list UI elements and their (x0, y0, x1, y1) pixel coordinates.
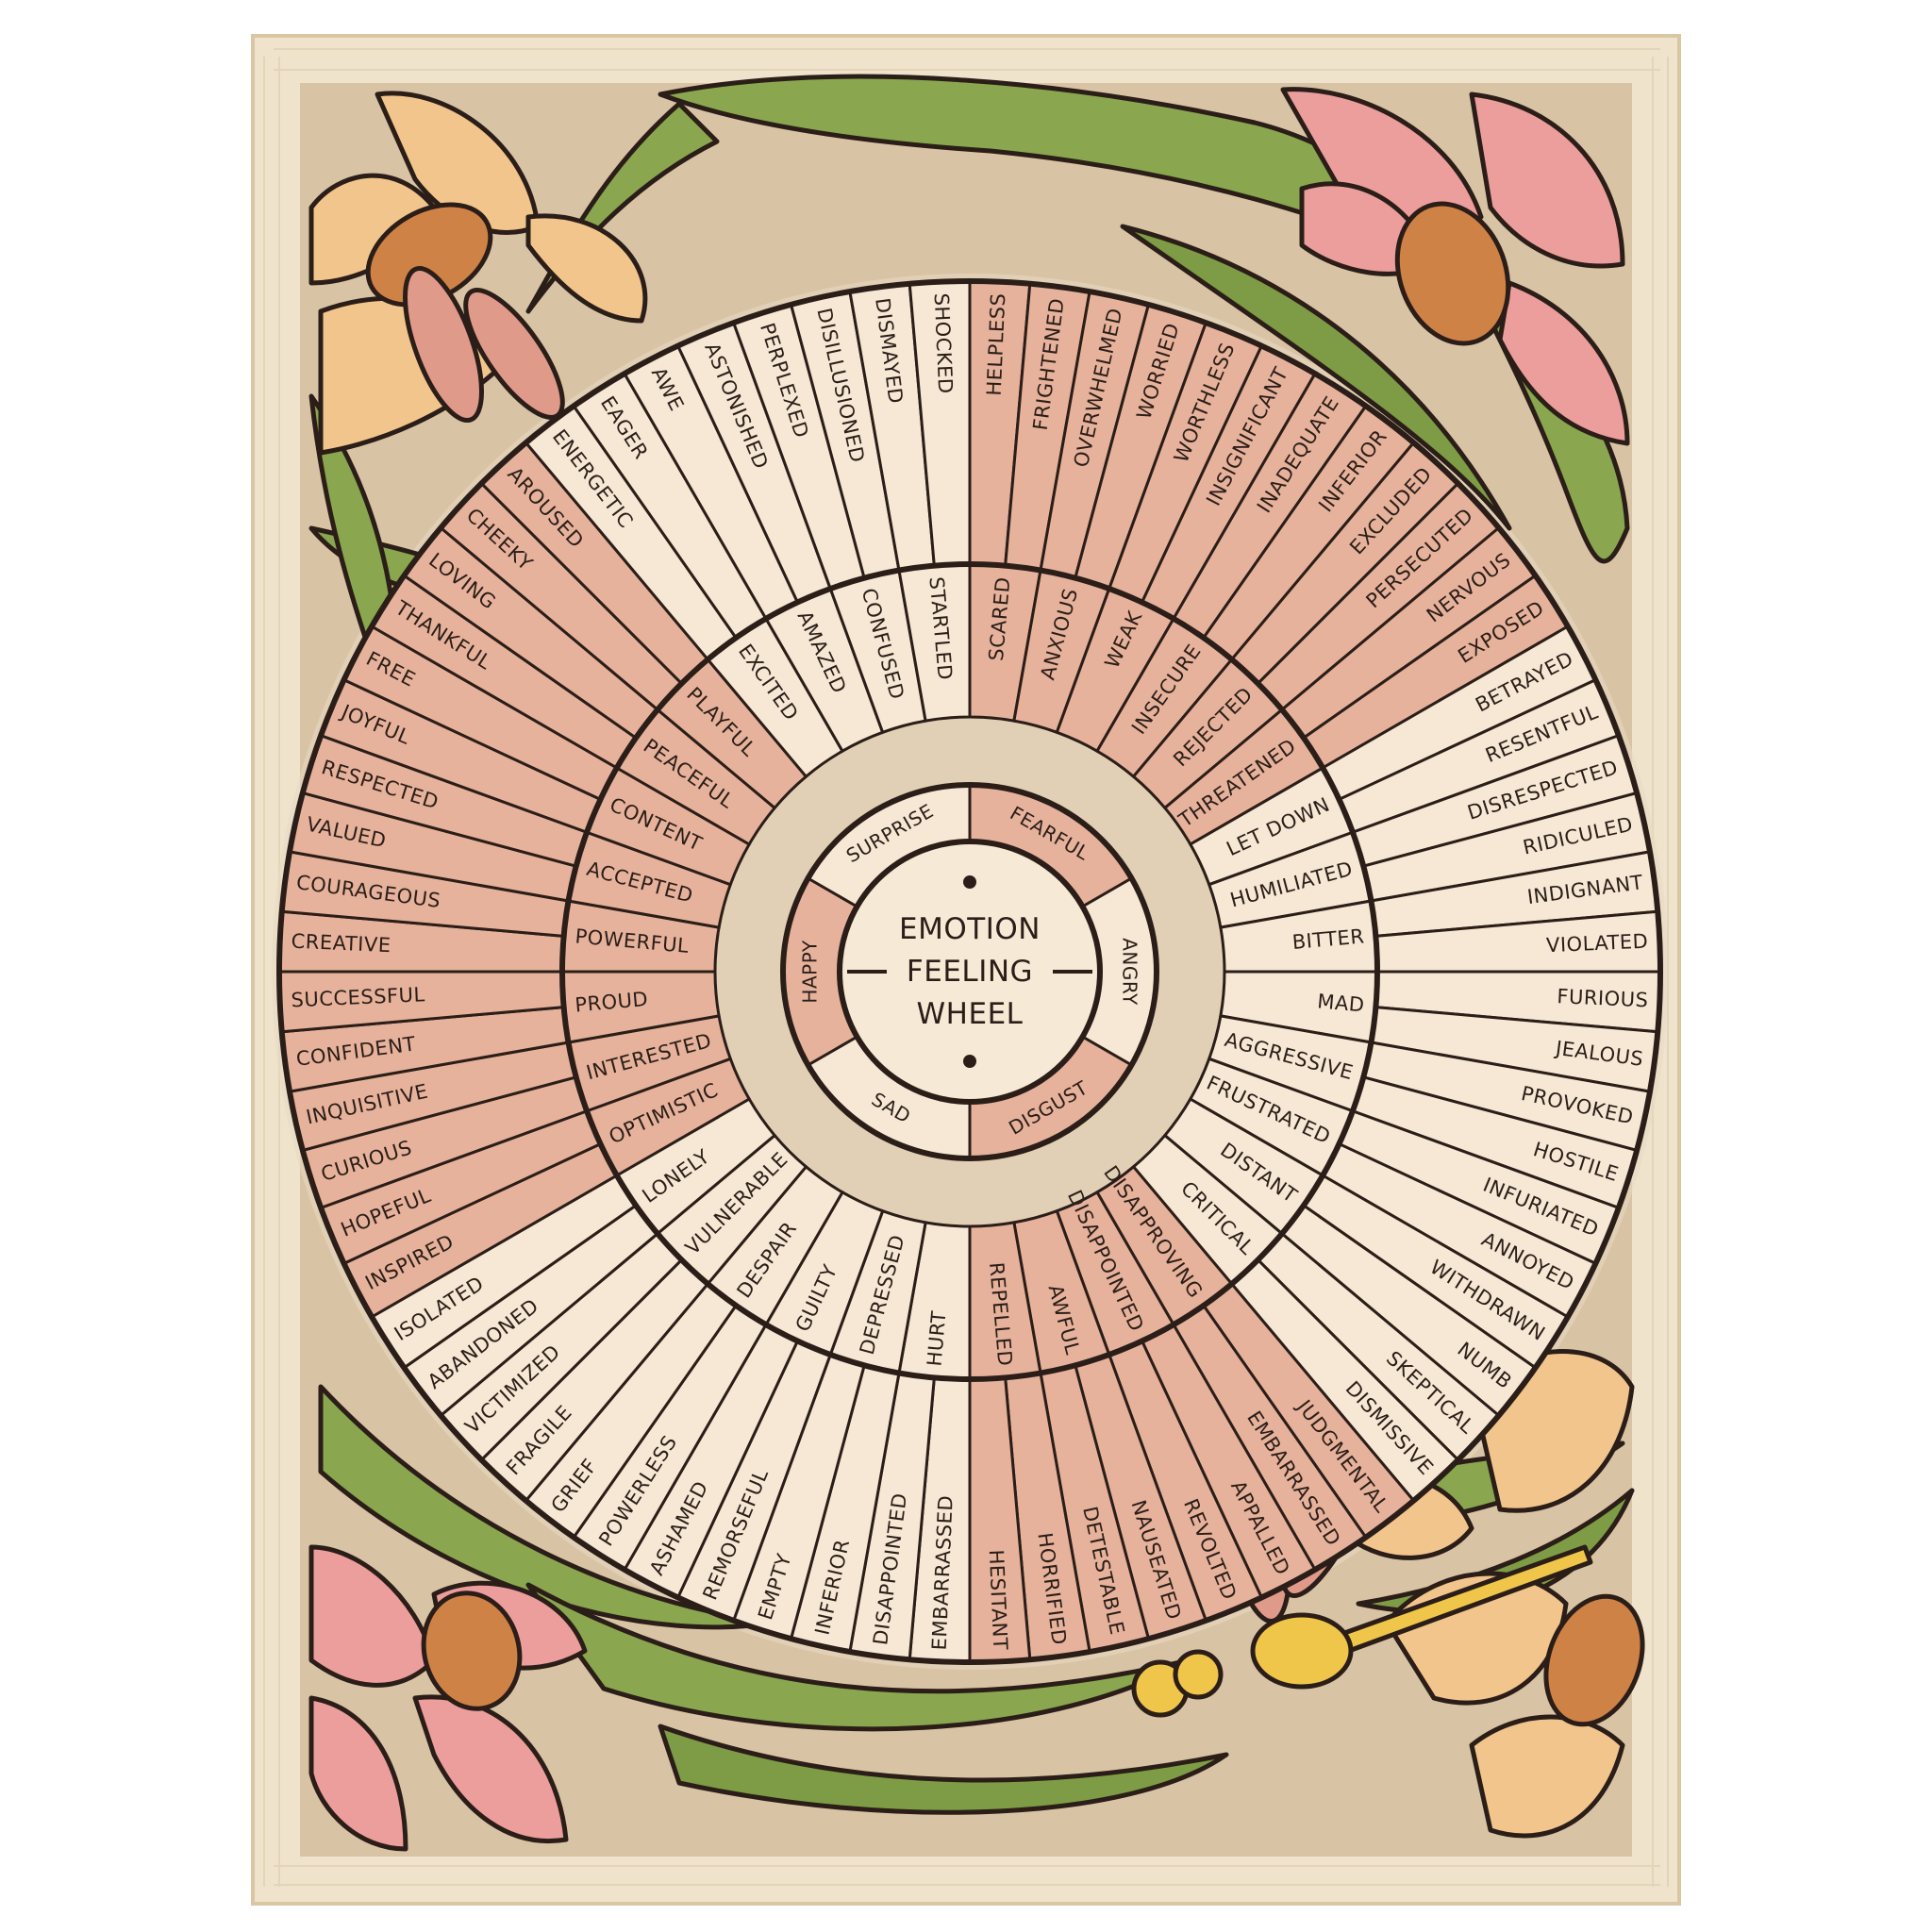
outer-label: HELPLESS (983, 292, 1010, 396)
outer-label: FURIOUS (1557, 985, 1649, 1011)
outer-label: SHOCKED (930, 292, 958, 394)
outer-label: VIOLATED (1546, 930, 1649, 958)
pink-flower (1280, 87, 1630, 446)
middle-label: HURT (923, 1309, 950, 1367)
outer-label: CREATIVE (291, 930, 391, 958)
frame-grain (263, 48, 1669, 1887)
title-line-3: WHEEL (917, 997, 1024, 1031)
core-label: ANGRY (1119, 938, 1141, 1006)
pink-flower (308, 1544, 588, 1852)
wheel-center: EMOTION FEELING WHEEL (837, 839, 1103, 1105)
peach-flower (308, 91, 648, 456)
title-line-1: EMOTION (899, 912, 1041, 946)
ring-border (559, 561, 1380, 1382)
ring-border (276, 278, 1663, 1665)
core-label: HAPPY (799, 940, 822, 1003)
middle-label: MAD (1316, 990, 1365, 1016)
title-line-2: FEELING (907, 955, 1033, 989)
bottom-dot (963, 1055, 976, 1068)
ring-border (780, 782, 1159, 1161)
outer-label: HESITANT (985, 1549, 1012, 1651)
top-dot (963, 875, 976, 889)
